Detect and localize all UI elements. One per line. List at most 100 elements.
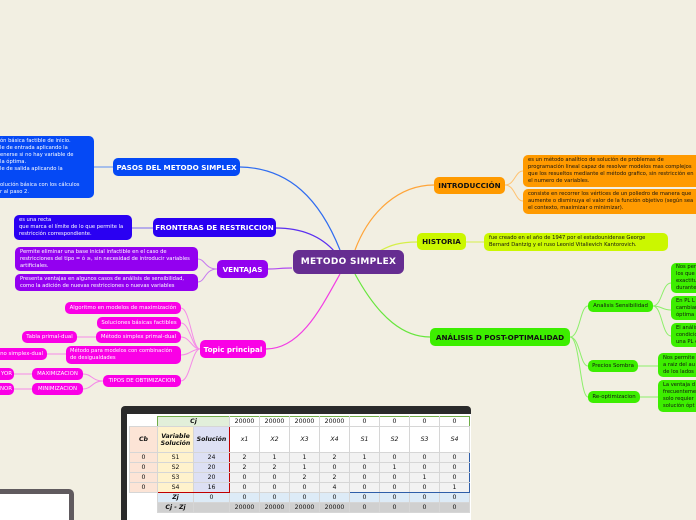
coef-cell: 0 — [439, 462, 470, 473]
note-line: los que — [676, 271, 695, 277]
tableau-sheet: Cj 20000 20000 20000 20000 0 0 0 0 Cb Va… — [127, 414, 471, 520]
cj-zj-label: Cj - Zj — [157, 502, 194, 513]
minimizacion-child-node[interactable]: NOR — [0, 383, 14, 395]
precios-sombra-node[interactable]: Precios Sombra — [588, 360, 638, 372]
note-line: a raiz del au — [663, 361, 695, 368]
cj-zj-row: Cj - Zj 20000 20000 20000 20000 0 0 0 0 — [130, 502, 470, 513]
var-header: X4 — [319, 426, 350, 453]
topic-principal-node[interactable]: Topic principal — [200, 340, 266, 358]
note-line: El anális — [676, 324, 696, 331]
historia-note[interactable]: fue creado en el año de 1947 por el esta… — [484, 233, 668, 251]
soluciones-basicas-node[interactable]: Soluciones básicas factibles — [97, 317, 181, 329]
cj-zj-cell: 20000 — [229, 502, 260, 513]
coef-cell: 1 — [349, 452, 380, 463]
coef-cell: 2 — [229, 452, 260, 463]
pasos-note-line: olución básica con los cálculos — [0, 182, 80, 188]
pasos-topic-node[interactable]: PASOS DEL METODO SIMPLEX — [113, 158, 240, 176]
coef-cell: 1 — [289, 462, 320, 473]
cb-header: Cb — [129, 426, 158, 453]
cb-cell: 0 — [129, 482, 158, 493]
sensibilidad-note-2[interactable]: En PL L cambiar óptima — [671, 296, 696, 320]
note-line: solución ópt — [663, 403, 695, 409]
ventajas-topic-node[interactable]: VENTAJAS — [217, 260, 268, 278]
re-optimizacion-note[interactable]: La ventaja d frecuenteme solo requier so… — [658, 380, 696, 412]
sol-cell: 24 — [193, 452, 230, 463]
ventajas-note-1[interactable]: Permite eliminar una base inicial infact… — [15, 247, 198, 271]
simplex-tableau: Cj 20000 20000 20000 20000 0 0 0 0 Cb Va… — [129, 416, 470, 513]
cj-zj-cell: 0 — [349, 502, 380, 513]
cj-zj-cell: 20000 — [319, 502, 350, 513]
zj-cell: 0 — [319, 492, 350, 503]
coef-cell: 1 — [379, 462, 410, 473]
var-header: S2 — [379, 426, 410, 453]
introduccion-topic-node[interactable]: INTRODUCCIÓN — [434, 177, 505, 194]
algoritmo-maximizacion-node[interactable]: Algoritmo en modelos de maximización — [65, 302, 181, 314]
coef-cell: 0 — [379, 482, 410, 493]
pasos-note-line: r al paso 2. — [0, 189, 29, 195]
minimizacion-node[interactable]: MINIMIZACION — [32, 383, 83, 395]
var-cell: S1 — [157, 452, 194, 463]
coef-cell: 0 — [379, 452, 410, 463]
note-line: Nos permite — [663, 354, 695, 361]
historia-topic-node[interactable]: HISTORIA — [417, 233, 466, 250]
analisis-sensibilidad-node[interactable]: Analisis Sensibilidad — [588, 300, 653, 312]
sensibilidad-note-1[interactable]: Nos per los que exactitu durante — [671, 263, 696, 293]
metodo-primal-dual-node[interactable]: Método simplex primal-dual — [96, 331, 181, 343]
zj-cell: 0 — [349, 492, 380, 503]
zj-cell: 0 — [259, 492, 290, 503]
tipos-optimizacion-node[interactable]: TIPOS DE OBTIMIZACION — [103, 375, 181, 387]
maximizacion-node[interactable]: MAXIMIZACION — [32, 368, 83, 380]
metodo-combinacion-node[interactable]: Método para modelos con combinación de d… — [66, 346, 181, 364]
simplex-dual-node[interactable]: no simplex-dual — [0, 348, 47, 360]
cb-cell: 0 — [129, 472, 158, 483]
coef-cell: 2 — [229, 462, 260, 473]
fronteras-note-line: que marca el límite de lo que permite la — [19, 224, 124, 230]
zj-cell: 0 — [439, 492, 470, 503]
sensibilidad-note-3[interactable]: El anális condicio una PL e — [671, 323, 696, 347]
coef-cell: 0 — [259, 482, 290, 493]
coef-cell: 0 — [289, 482, 320, 493]
introduccion-note-2[interactable]: consiste en recorrer los vértices de un … — [523, 189, 696, 214]
var-cell: S3 — [157, 472, 194, 483]
cj-row: Cj 20000 20000 20000 20000 0 0 0 0 — [130, 416, 470, 427]
pasos-note-line: le de salida aplicando la — [0, 166, 63, 172]
analisis-post-optimalidad-node[interactable]: ANÁLISIS D POST-OPTIMALIDAD — [430, 328, 570, 346]
cj-value: 20000 — [229, 416, 260, 427]
cj-label: Cj — [157, 416, 230, 427]
fronteras-topic-node[interactable]: FRONTERAS DE RESTRICCION — [153, 218, 276, 237]
zj-cell: 0 — [379, 492, 410, 503]
introduccion-note-1[interactable]: es un método analítico de solución de pr… — [523, 155, 696, 187]
coef-cell: 0 — [349, 462, 380, 473]
tableau-row: 0 S3 20 0 0 2 2 0 0 1 0 — [129, 472, 470, 483]
coef-cell: 0 — [439, 472, 470, 483]
coef-cell: 0 — [229, 482, 260, 493]
maximizacion-child-node[interactable]: YOR — [0, 368, 14, 380]
note-line: óptima — [676, 311, 695, 318]
var-header: S4 — [439, 426, 470, 453]
fronteras-note[interactable]: es una recta que marca el límite de lo q… — [14, 215, 132, 240]
zj-cell: 0 — [409, 492, 440, 503]
re-optimizacion-node[interactable]: Re-optimizacion — [588, 391, 640, 403]
ventajas-note-2[interactable]: Presenta ventajas en algunos casos de an… — [15, 274, 198, 291]
simplex-tableau-image[interactable]: Cj 20000 20000 20000 20000 0 0 0 0 Cb Va… — [121, 406, 471, 520]
pasos-note[interactable]: ón básica factible de inicio. le de entr… — [0, 136, 94, 198]
zj-row: Zj 0 0 0 0 0 0 0 0 0 — [130, 492, 470, 503]
tabla-primal-dual-node[interactable]: Tabla primal-dual — [22, 331, 77, 343]
coef-cell: 0 — [409, 482, 440, 493]
cj-value: 0 — [439, 416, 470, 427]
coef-cell: 0 — [319, 462, 350, 473]
var-cell: S2 — [157, 462, 194, 473]
note-line: solo requier — [663, 396, 694, 402]
zj-sol: 0 — [193, 492, 230, 503]
coef-cell: 1 — [409, 472, 440, 483]
coef-cell: 0 — [409, 452, 440, 463]
var-header: S3 — [409, 426, 440, 453]
central-topic-node[interactable]: METODO SIMPLEX — [293, 250, 404, 274]
embedded-image-frame[interactable] — [0, 489, 74, 520]
pasos-note-line: enerse si no hay variable de — [0, 152, 74, 158]
pasos-note-line: le de entrada aplicando la — [0, 145, 68, 151]
coef-cell: 1 — [289, 452, 320, 463]
cj-zj-cell: 0 — [439, 502, 470, 513]
precios-sombra-note[interactable]: Nos permite a raiz del au de los lados — [658, 353, 696, 377]
